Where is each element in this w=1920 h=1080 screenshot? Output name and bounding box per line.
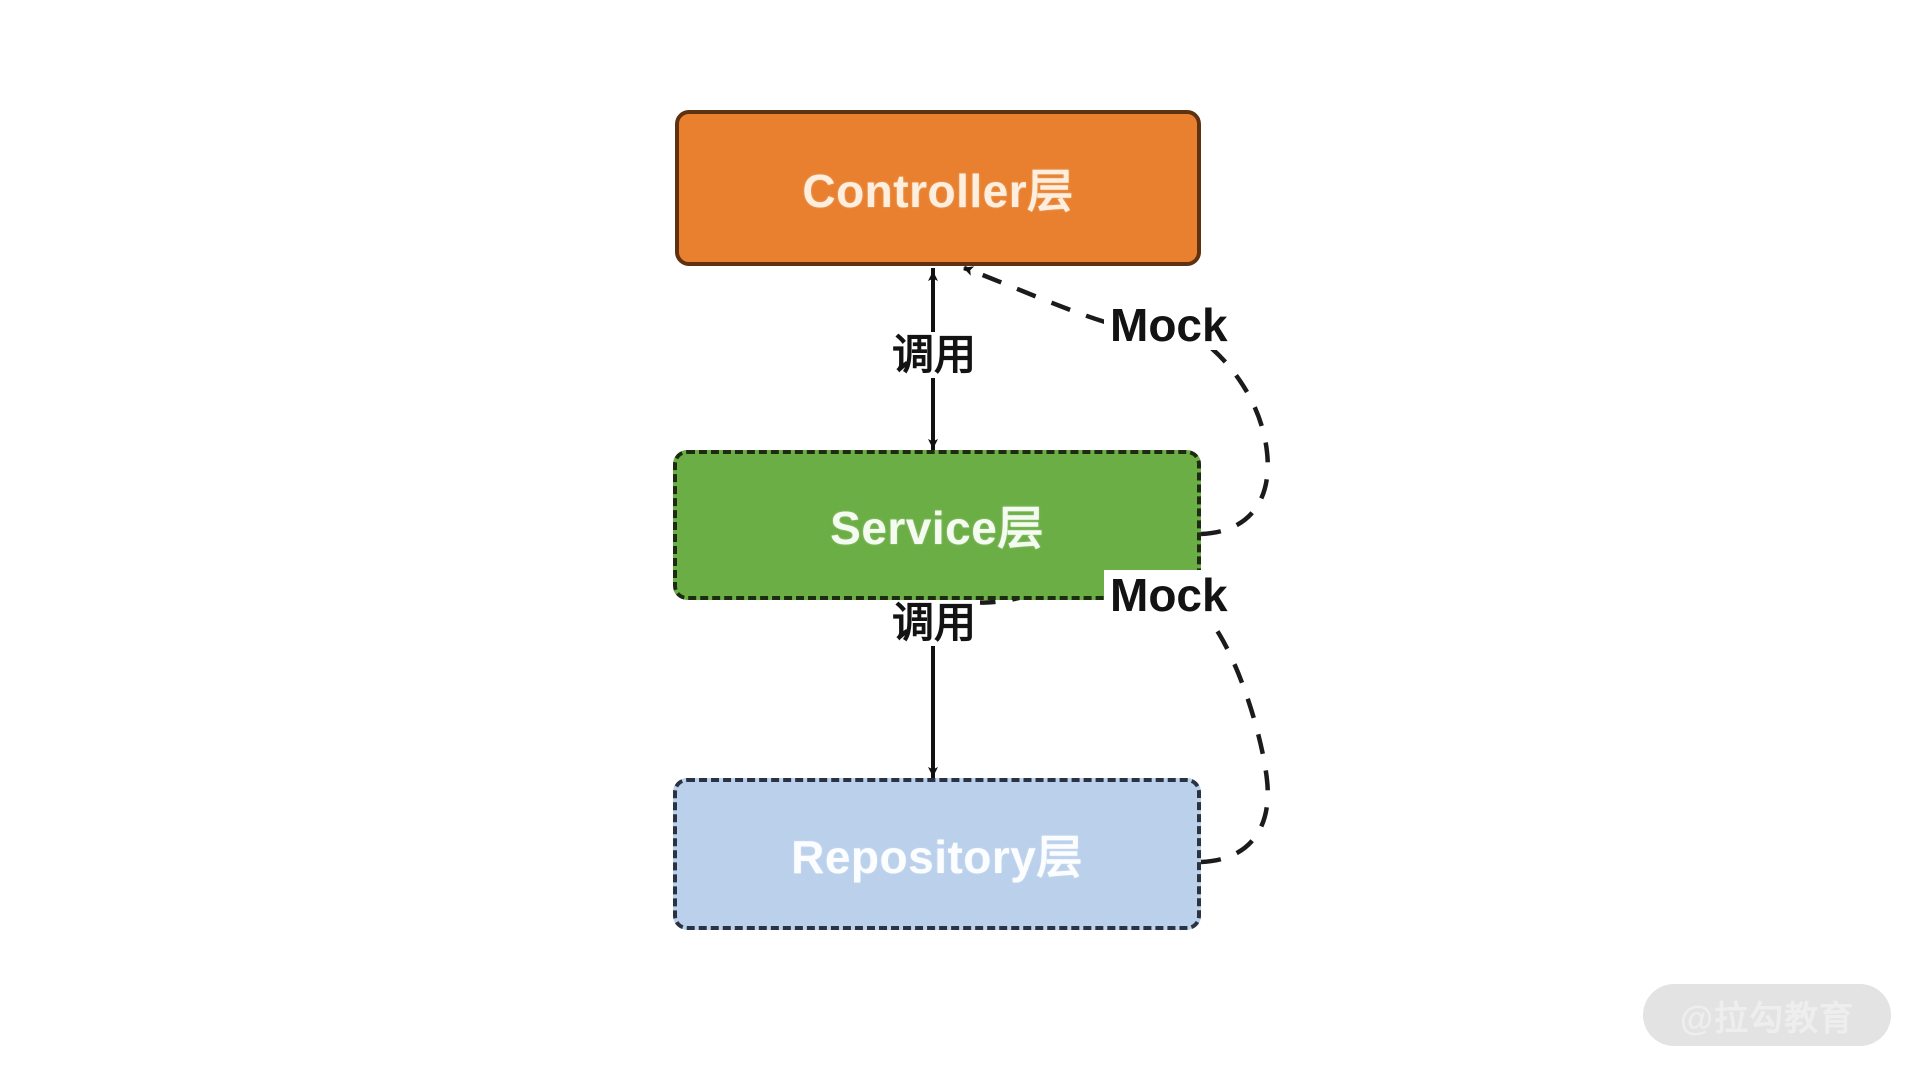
- watermark-badge: @拉勾教育: [1643, 984, 1891, 1046]
- watermark-text: @拉勾教育: [1679, 999, 1855, 1038]
- edge-label-service-repository-call: 调用: [888, 600, 981, 646]
- layer-box-repository[interactable]: Repository层: [673, 778, 1201, 930]
- edge-label-service-controller-mock: Mock: [1104, 300, 1234, 350]
- edge-label-repository-service-mock: Mock: [1104, 570, 1234, 620]
- layer-box-controller[interactable]: Controller层: [675, 110, 1201, 266]
- layer-label-controller: Controller层: [802, 165, 1074, 217]
- layer-label-repository: Repository层: [791, 831, 1083, 883]
- layer-label-service: Service层: [830, 502, 1044, 554]
- edge-label-controller-service-call: 调用: [888, 332, 981, 378]
